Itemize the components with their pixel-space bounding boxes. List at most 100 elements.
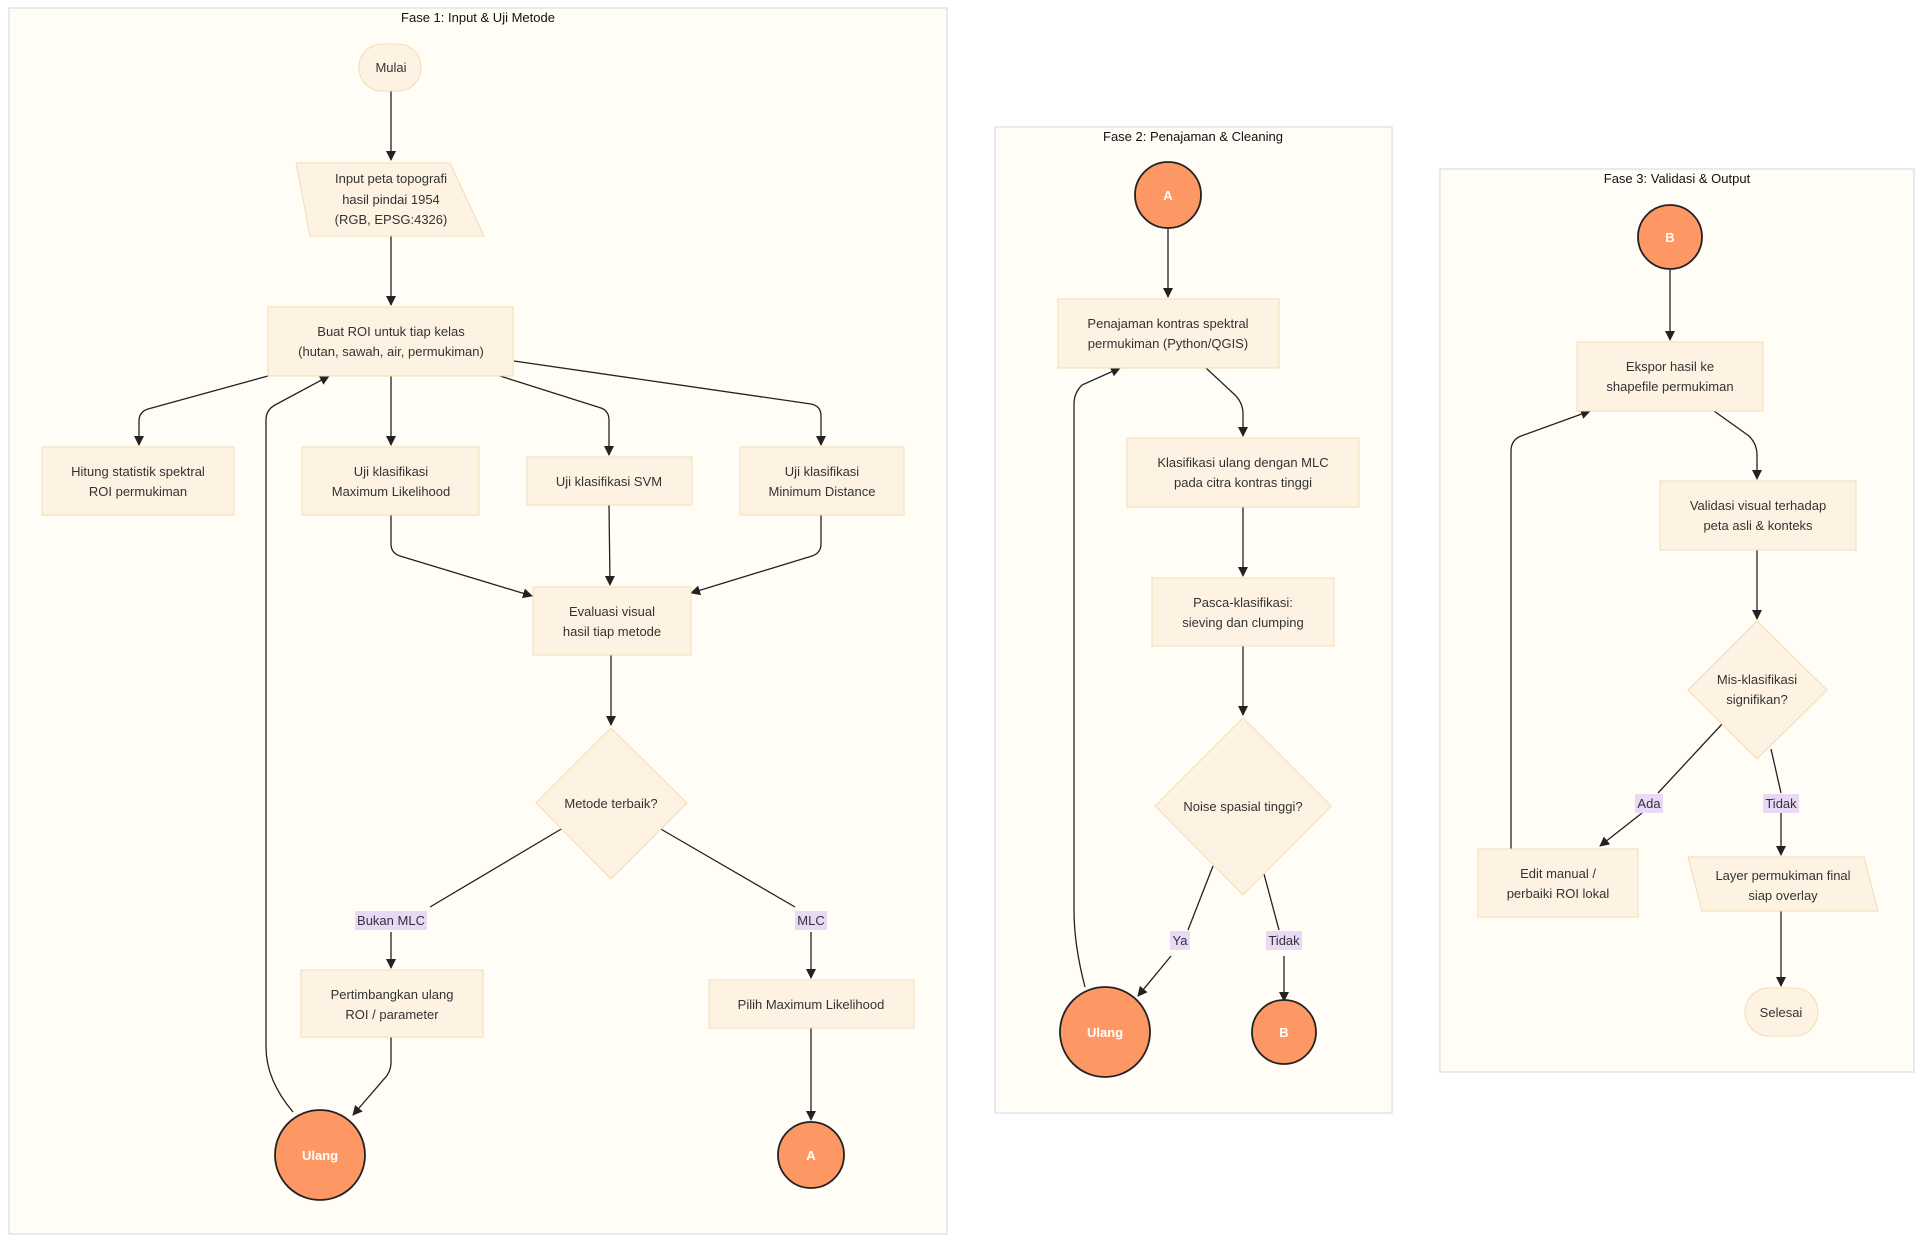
- svg-text:permukiman (Python/QGIS): permukiman (Python/QGIS): [1088, 336, 1248, 351]
- edge-noise-ya: [1187, 865, 1214, 931]
- svg-text:Validasi visual terhadap: Validasi visual terhadap: [1690, 498, 1826, 513]
- svg-text:Input peta topografi: Input peta topografi: [335, 171, 447, 186]
- svg-text:Pertimbangkan ulang: Pertimbangkan ulang: [331, 987, 454, 1002]
- node-layer-permukiman-final: Layer permukiman final siap overlay: [1687, 856, 1879, 912]
- phase-2-title: Fase 2: Penajaman & Cleaning: [1103, 129, 1283, 144]
- svg-text:Pasca-klasifikasi:: Pasca-klasifikasi:: [1193, 595, 1293, 610]
- node-evaluasi-visual: Evaluasi visual hasil tiap metode: [532, 586, 692, 656]
- node-pilih-maximum-likelihood: Pilih Maximum Likelihood: [708, 979, 915, 1029]
- node-input-peta: Input peta topografi hasil pindai 1954 (…: [295, 162, 485, 237]
- svg-text:siap overlay: siap overlay: [1748, 888, 1818, 903]
- edge-ujisvm-evaluasi: [604, 504, 615, 586]
- edge-label-mlc: MLC: [797, 913, 824, 928]
- node-uji-maximum-likelihood: Uji klasifikasi Maximum Likelihood: [301, 446, 480, 516]
- edge-ujimd-evaluasi: [690, 515, 822, 596]
- edge-ya-ulang: [1137, 955, 1172, 997]
- edges-phase-3: [1510, 270, 1786, 987]
- node-pertimbangkan-ulang: Pertimbangkan ulang ROI / parameter: [300, 969, 484, 1038]
- svg-text:perbaiki ROI lokal: perbaiki ROI lokal: [1507, 886, 1610, 901]
- edge-pertimbangkan-ulang: [352, 1037, 392, 1116]
- svg-text:Mis-klasifikasi: Mis-klasifikasi: [1717, 672, 1797, 687]
- edge-labels: Bukan MLC MLC Ya Tidak Ada Tidak: [355, 794, 1799, 950]
- node-selesai: Selesai: [1744, 987, 1819, 1037]
- svg-text:Uji klasifikasi SVM: Uji klasifikasi SVM: [556, 474, 662, 489]
- svg-text:ROI permukiman: ROI permukiman: [89, 484, 187, 499]
- svg-text:(RGB, EPSG:4326): (RGB, EPSG:4326): [335, 212, 448, 227]
- connector-b-1: B: [1251, 999, 1317, 1065]
- svg-text:Buat ROI untuk tiap kelas: Buat ROI untuk tiap kelas: [317, 324, 465, 339]
- edge-edit-ekspor: [1510, 409, 1591, 849]
- phase-3-title: Fase 3: Validasi & Output: [1604, 171, 1751, 186]
- connector-b-2: B: [1637, 204, 1703, 270]
- svg-text:ROI / parameter: ROI / parameter: [345, 1007, 439, 1022]
- phase-3-container: Fase 3: Validasi & Output: [1439, 168, 1915, 1073]
- svg-text:shapefile permukiman: shapefile permukiman: [1606, 379, 1733, 394]
- node-mulai: Mulai: [358, 43, 422, 92]
- svg-text:Noise spasial tinggi?: Noise spasial tinggi?: [1183, 799, 1302, 814]
- connector-ulang-1: Ulang: [274, 1109, 366, 1201]
- phase-1-title: Fase 1: Input & Uji Metode: [401, 10, 555, 25]
- svg-text:Uji klasifikasi: Uji klasifikasi: [785, 464, 860, 479]
- svg-text:Maximum Likelihood: Maximum Likelihood: [332, 484, 451, 499]
- edges-phase-2: [1073, 228, 1289, 1002]
- edge-mis-tidak: [1770, 748, 1782, 794]
- edge-metode-mlc: [658, 827, 796, 908]
- svg-text:sieving dan clumping: sieving dan clumping: [1182, 615, 1303, 630]
- svg-text:Klasifikasi ulang dengan MLC: Klasifikasi ulang dengan MLC: [1157, 455, 1328, 470]
- phase-1-container: Fase 1: Input & Uji Metode: [8, 7, 948, 1235]
- node-edit-manual: Edit manual / perbaiki ROI lokal: [1477, 848, 1639, 918]
- svg-text:Evaluasi visual: Evaluasi visual: [569, 604, 655, 619]
- edge-label-bukan-mlc: Bukan MLC: [357, 913, 425, 928]
- svg-text:Layer permukiman final: Layer permukiman final: [1715, 868, 1850, 883]
- svg-text:hasil tiap metode: hasil tiap metode: [563, 624, 661, 639]
- svg-text:Pilih Maximum Likelihood: Pilih Maximum Likelihood: [738, 997, 885, 1012]
- svg-text:Ekspor hasil ke: Ekspor hasil ke: [1626, 359, 1714, 374]
- svg-text:B: B: [1665, 230, 1674, 245]
- node-ekspor-shapefile: Ekspor hasil ke shapefile permukiman: [1576, 341, 1764, 412]
- svg-text:A: A: [1163, 188, 1173, 203]
- node-hitung-statistik: Hitung statistik spektral ROI permukiman: [41, 446, 235, 516]
- svg-text:Selesai: Selesai: [1760, 1005, 1803, 1020]
- edge-label-tidak-mis: Tidak: [1765, 796, 1797, 811]
- svg-text:signifikan?: signifikan?: [1726, 692, 1787, 707]
- node-validasi-visual: Validasi visual terhadap peta asli & kon…: [1659, 480, 1857, 551]
- svg-text:(hutan, sawah, air, permukiman: (hutan, sawah, air, permukiman): [298, 344, 484, 359]
- edge-label-ya: Ya: [1173, 933, 1189, 948]
- node-penajaman-kontras: Penajaman kontras spektral permukiman (P…: [1057, 298, 1280, 369]
- edge-metode-bukan: [429, 827, 564, 908]
- edge-ulang-penajaman: [1073, 367, 1121, 988]
- node-klasifikasi-ulang: Klasifikasi ulang dengan MLC pada citra …: [1126, 437, 1360, 508]
- svg-text:Mulai: Mulai: [375, 60, 406, 75]
- edge-roi-statistik: [134, 375, 269, 446]
- svg-text:B: B: [1279, 1025, 1288, 1040]
- svg-text:peta asli & konteks: peta asli & konteks: [1703, 518, 1813, 533]
- svg-text:Minimum Distance: Minimum Distance: [769, 484, 876, 499]
- edge-ekspor-validasi: [1713, 410, 1762, 480]
- edge-ujiml-evaluasi: [390, 515, 533, 599]
- edges-phase-1: [134, 91, 826, 1121]
- node-uji-svm: Uji klasifikasi SVM: [526, 456, 693, 506]
- svg-text:Uji klasifikasi: Uji klasifikasi: [354, 464, 429, 479]
- svg-text:Ulang: Ulang: [302, 1148, 338, 1163]
- svg-text:Metode terbaik?: Metode terbaik?: [564, 796, 657, 811]
- node-metode-terbaik-decision: Metode terbaik?: [535, 727, 688, 880]
- edge-label-tidak-noise: Tidak: [1268, 933, 1300, 948]
- edge-ulang-roi: [265, 375, 330, 1113]
- connector-ulang-2: Ulang: [1059, 986, 1151, 1078]
- node-noise-decision: Noise spasial tinggi?: [1154, 717, 1332, 896]
- node-buat-roi: Buat ROI untuk tiap kelas (hutan, sawah,…: [267, 306, 514, 377]
- edge-mis-ada: [1657, 722, 1724, 794]
- svg-text:pada citra kontras tinggi: pada citra kontras tinggi: [1174, 475, 1312, 490]
- edge-roi-ujimd: [513, 360, 826, 446]
- svg-text:Edit manual /: Edit manual /: [1520, 866, 1596, 881]
- node-mis-klasifikasi-decision: Mis-klasifikasi signifikan?: [1687, 620, 1828, 760]
- node-uji-minimum-distance: Uji klasifikasi Minimum Distance: [739, 446, 905, 516]
- edge-ada-edit: [1599, 812, 1643, 847]
- connector-a-2: A: [1134, 161, 1202, 229]
- svg-text:Hitung statistik spektral: Hitung statistik spektral: [71, 464, 205, 479]
- edge-penajaman-klasifikasi: [1205, 367, 1248, 437]
- edge-roi-ujisvm: [499, 375, 614, 456]
- svg-text:Ulang: Ulang: [1087, 1025, 1123, 1040]
- svg-text:A: A: [806, 1148, 816, 1163]
- node-pasca-klasifikasi: Pasca-klasifikasi: sieving dan clumping: [1151, 577, 1335, 647]
